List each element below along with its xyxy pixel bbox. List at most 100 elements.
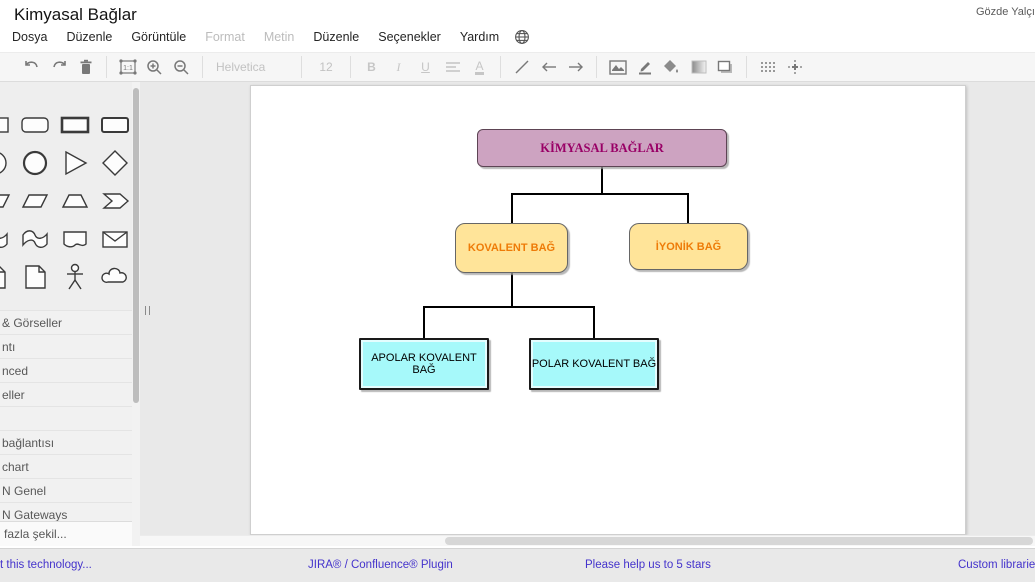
bold-icon: B	[367, 60, 376, 74]
menu-bar: Dosya Düzenle Görüntüle Format Metin Düz…	[12, 29, 530, 45]
toolbar-separator	[746, 56, 747, 78]
edge-root-branch[interactable]	[601, 167, 603, 195]
document-title[interactable]: Kimyasal Bağlar	[14, 5, 137, 24]
menu-format: Format	[205, 30, 245, 44]
toolbar-separator	[106, 56, 107, 78]
shape-wave[interactable]	[15, 220, 55, 258]
shape-parallelogram[interactable]	[15, 182, 55, 220]
node-apolar-kovalent-bag[interactable]: APOLAR KOVALENT BAĞ	[359, 338, 489, 390]
menu-dosya[interactable]: Dosya	[12, 30, 48, 44]
svg-text:1:1: 1:1	[123, 65, 133, 72]
sidebar-section-nti[interactable]: ntı	[0, 334, 133, 358]
node-kimyasal-baglar[interactable]: KİMYASAL BAĞLAR	[477, 129, 727, 167]
arrow-right-icon[interactable]	[562, 55, 589, 79]
image-icon[interactable]	[604, 55, 631, 79]
fill-color-icon[interactable]	[658, 55, 685, 79]
canvas-horizontal-scrollbar[interactable]	[140, 535, 1035, 546]
sidebar-splitter-grip[interactable]	[145, 306, 150, 315]
grid-icon[interactable]	[754, 55, 781, 79]
sidebar-section-advanced[interactable]: nced	[0, 358, 133, 382]
actual-size-icon[interactable]: 1:1	[114, 55, 141, 79]
node-iyonik-bag[interactable]: İYONİK BAĞ	[629, 223, 748, 270]
shape-actor[interactable]	[55, 258, 95, 296]
canvas-horizontal-scrollbar-thumb[interactable]	[445, 537, 1033, 545]
underline-icon: U	[421, 60, 430, 74]
shape-page-cut[interactable]	[0, 258, 15, 296]
sidebar-scrollbar[interactable]	[132, 82, 140, 546]
sidebar-section-flowchart[interactable]: chart	[0, 454, 133, 478]
shape-triangle[interactable]	[55, 144, 95, 182]
sidebar-section-bpmn-genel[interactable]: N Genel	[0, 478, 133, 502]
footer-bar: t this technology... JIRA® / Confluence®…	[0, 548, 1035, 582]
shape-sidebar: & Görseller ntı nced eller bağlantısı ch…	[0, 82, 140, 546]
toolbar-separator	[350, 56, 351, 78]
sidebar-section-baglantisi[interactable]: bağlantısı	[0, 430, 133, 454]
shape-wave-cut[interactable]	[0, 220, 15, 258]
arrow-left-icon[interactable]	[535, 55, 562, 79]
sidebar-section-eller[interactable]: eller	[0, 382, 133, 406]
shadow-icon[interactable]	[712, 55, 739, 79]
shape-circle[interactable]	[15, 144, 55, 182]
toolbar-separator	[596, 56, 597, 78]
sidebar-section-gorseller[interactable]: & Görseller	[0, 310, 133, 334]
shape-palette	[0, 106, 137, 296]
sidebar-scrollbar-thumb[interactable]	[133, 88, 139, 403]
menu-duzenle-edit[interactable]: Düzenle	[66, 30, 113, 44]
edge-to-polar[interactable]	[593, 306, 595, 338]
shape-page[interactable]	[15, 258, 55, 296]
edge-kovalent-branch[interactable]	[511, 273, 513, 307]
zoom-in-icon[interactable]	[141, 55, 168, 79]
toolbar-separator	[202, 56, 203, 78]
shape-trapezoid[interactable]	[55, 182, 95, 220]
guides-icon[interactable]	[781, 55, 808, 79]
font-size-select: 12	[319, 60, 333, 74]
footer-link-custom-libraries[interactable]: Custom libraries	[958, 559, 1035, 571]
edge-to-apolar[interactable]	[423, 306, 425, 338]
italic-icon: I	[396, 59, 401, 74]
align-icon	[439, 55, 466, 79]
language-globe-icon[interactable]	[514, 29, 530, 45]
shape-rectangle-cut[interactable]	[0, 106, 15, 144]
zoom-out-icon[interactable]	[168, 55, 195, 79]
font-color-icon: A	[475, 58, 484, 75]
delete-icon[interactable]	[72, 55, 99, 79]
redo-icon[interactable]	[45, 55, 72, 79]
node-kovalent-bag[interactable]: KOVALENT BAĞ	[455, 223, 568, 273]
shape-circle-cut[interactable]	[0, 144, 15, 182]
edge-root-horizontal[interactable]	[511, 193, 689, 195]
node-polar-kovalent-bag[interactable]: POLAR KOVALENT BAĞ	[529, 338, 659, 390]
sidebar-sections: & Görseller ntı nced eller bağlantısı ch…	[0, 310, 133, 526]
shape-rectangle-2[interactable]	[95, 106, 135, 144]
shape-parallelogram-cut[interactable]	[0, 182, 15, 220]
shape-cloud[interactable]	[95, 258, 135, 296]
sidebar-section-blank[interactable]	[0, 406, 133, 430]
edge-kovalent-horizontal[interactable]	[423, 306, 595, 308]
gradient-icon[interactable]	[685, 55, 712, 79]
line-color-icon[interactable]	[631, 55, 658, 79]
menu-secenekler[interactable]: Seçenekler	[378, 30, 441, 44]
undo-icon[interactable]	[18, 55, 45, 79]
toolbar-separator	[500, 56, 501, 78]
toolbar: 1:1 Helvetica 12 B I U A	[0, 52, 1035, 82]
shape-rounded-rectangle[interactable]	[15, 106, 55, 144]
shape-bold-rectangle[interactable]	[55, 106, 95, 144]
more-shapes-button[interactable]: fazla şekil...	[0, 521, 133, 546]
menu-duzenle-arrange[interactable]: Düzenle	[313, 30, 360, 44]
app-header: Kimyasal Bağlar Gözde Yalçın Dosya Düzen…	[0, 0, 1035, 52]
diagram-page[interactable]: KİMYASAL BAĞLAR KOVALENT BAĞ İYONİK BAĞ …	[250, 85, 966, 535]
diagram-canvas[interactable]: KİMYASAL BAĞLAR KOVALENT BAĞ İYONİK BAĞ …	[140, 82, 1035, 546]
user-name: Gözde Yalçın	[975, 6, 1035, 18]
shape-envelope[interactable]	[95, 220, 135, 258]
footer-link-technology[interactable]: t this technology...	[0, 559, 92, 571]
footer-link-rate-us[interactable]: Please help us to 5 stars	[585, 559, 711, 571]
footer-link-jira-plugin[interactable]: JIRA® / Confluence® Plugin	[308, 559, 453, 571]
shape-diamond[interactable]	[95, 144, 135, 182]
font-family-select: Helvetica	[216, 60, 266, 74]
shape-document[interactable]	[55, 220, 95, 258]
menu-goruntule[interactable]: Görüntüle	[131, 30, 187, 44]
edge-to-kovalent[interactable]	[511, 193, 513, 223]
shape-step-arrow[interactable]	[95, 182, 135, 220]
edge-to-iyonik[interactable]	[687, 193, 689, 223]
menu-yardim[interactable]: Yardım	[459, 30, 500, 44]
line-style-icon[interactable]	[508, 55, 535, 79]
